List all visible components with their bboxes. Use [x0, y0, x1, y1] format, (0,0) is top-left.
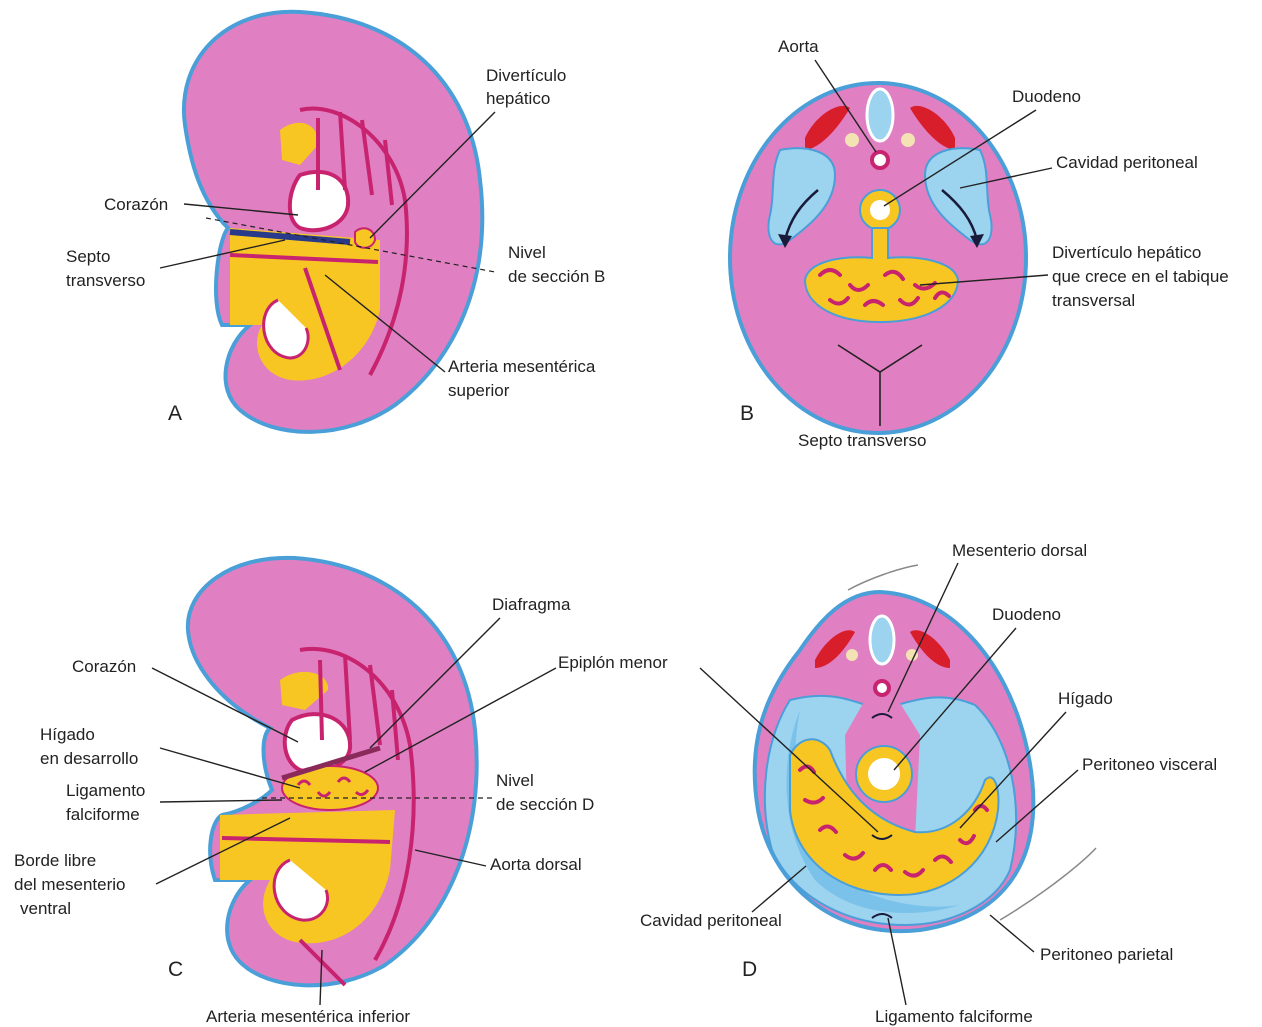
- aorta-d: [875, 681, 889, 695]
- label-c-level-2: de sección D: [496, 795, 594, 814]
- neural-tube-b: [867, 89, 893, 141]
- aorta-b: [872, 152, 888, 168]
- label-d-visceral: Peritoneo visceral: [1082, 755, 1217, 774]
- label-b-aorta: Aorta: [778, 37, 819, 56]
- notochord-d-left: [846, 649, 858, 661]
- label-c-diaphragm: Diafragma: [492, 595, 571, 614]
- label-a-septum-1: Septo: [66, 247, 110, 266]
- panel-a-letter: A: [168, 402, 182, 425]
- panel-b: Aorta Duodeno Cavidad peritoneal Divertí…: [730, 37, 1229, 450]
- label-a-level-1: Nivel: [508, 243, 546, 262]
- label-a-hepatic-1: Divertículo: [486, 66, 566, 85]
- embryo-c-heart: [285, 714, 350, 771]
- label-c-liver-1: Hígado: [40, 725, 95, 744]
- label-b-hepatic-1: Divertículo hepático: [1052, 243, 1201, 262]
- label-c-free-1: Borde libre: [14, 851, 96, 870]
- panel-a: Divertículo hepático Corazón Septo trans…: [66, 12, 605, 432]
- label-c-falciform-2: falciforme: [66, 805, 140, 824]
- duodenum-d-lumen: [868, 758, 900, 790]
- label-d-liver: Hígado: [1058, 689, 1113, 708]
- label-a-sma-2: superior: [448, 381, 510, 400]
- neural-tube-d: [870, 616, 894, 664]
- label-a-heart: Corazón: [104, 195, 168, 214]
- embryo-a-diverticulum: [355, 228, 375, 247]
- label-d-duodenum: Duodeno: [992, 605, 1061, 624]
- panel-d-letter: D: [742, 958, 757, 981]
- label-d-falciform: Ligamento falciforme: [875, 1007, 1033, 1026]
- duodenum-b-lumen: [870, 200, 890, 220]
- panel-c: Diafragma Epiplón menor Corazón Hígado e…: [14, 558, 668, 1026]
- label-a-sma-1: Arteria mesentérica: [448, 357, 596, 376]
- label-b-cavity: Cavidad peritoneal: [1056, 153, 1198, 172]
- panel-d: Mesenterio dorsal Duodeno Hígado Periton…: [640, 541, 1217, 1026]
- label-b-duodenum: Duodeno: [1012, 87, 1081, 106]
- panel-b-letter: B: [740, 402, 754, 425]
- label-b-hepatic-3: transversal: [1052, 291, 1135, 310]
- label-d-parietal: Peritoneo parietal: [1040, 945, 1173, 964]
- label-c-heart: Corazón: [72, 657, 136, 676]
- notochord-b-right: [901, 133, 915, 147]
- label-c-liver-2: en desarrollo: [40, 749, 138, 768]
- label-d-cavity: Cavidad peritoneal: [640, 911, 782, 930]
- label-a-level-2: de sección B: [508, 267, 605, 286]
- label-b-septum: Septo transverso: [798, 431, 927, 450]
- panel-c-letter: C: [168, 958, 183, 981]
- outer-line-d: [848, 565, 918, 590]
- label-c-ima: Arteria mesentérica inferior: [206, 1007, 410, 1026]
- label-a-septum-2: transverso: [66, 271, 145, 290]
- label-c-level-1: Nivel: [496, 771, 534, 790]
- notochord-b-left: [845, 133, 859, 147]
- label-c-omentum: Epiplón menor: [558, 653, 668, 672]
- label-c-aorta: Aorta dorsal: [490, 855, 582, 874]
- leader-d-parietal: [990, 915, 1034, 952]
- label-c-free-3: ventral: [20, 899, 71, 918]
- label-c-free-2: del mesenterio: [14, 875, 126, 894]
- label-c-falciform-1: Ligamento: [66, 781, 145, 800]
- label-b-hepatic-2: que crece en el tabique: [1052, 267, 1229, 286]
- label-a-hepatic-2: hepático: [486, 89, 550, 108]
- label-d-mesentery: Mesenterio dorsal: [952, 541, 1087, 560]
